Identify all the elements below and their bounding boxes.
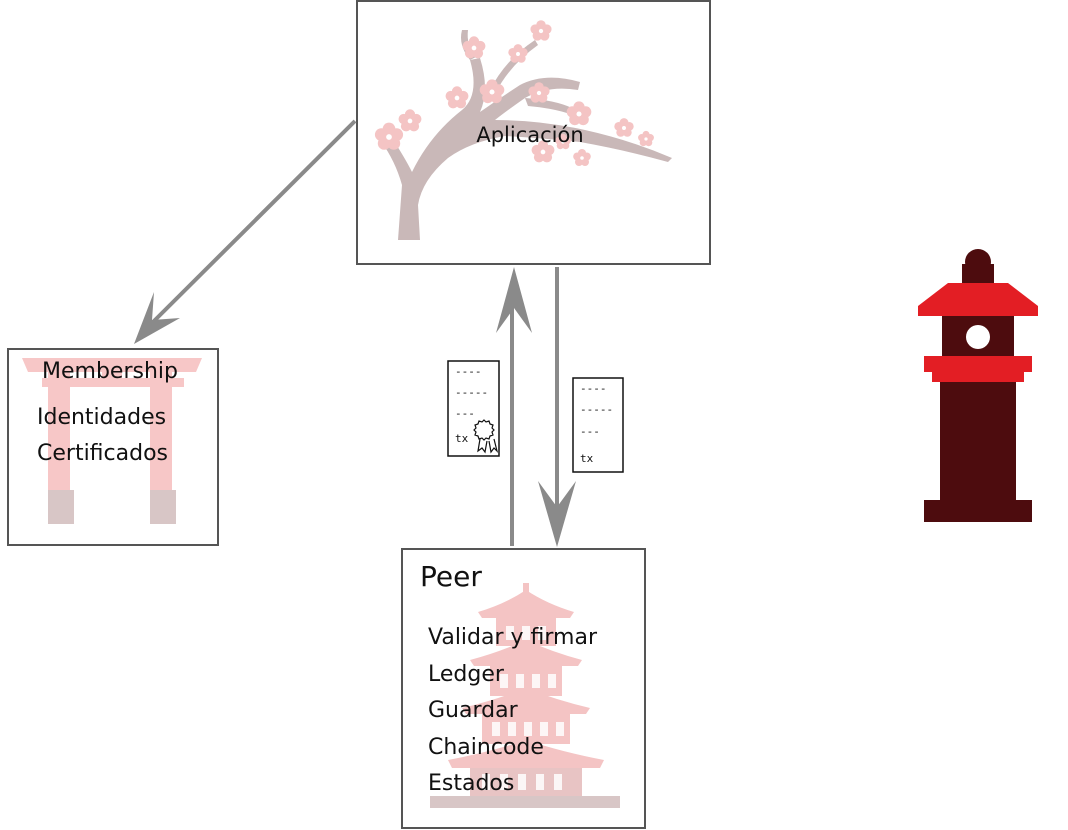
peer-item-ledger: Ledger [428,662,505,687]
unsigned-transaction-doc: ---- ----- --- tx [572,377,624,473]
unsigned-doc-line-1: ---- [580,382,607,395]
pagoda-icon [430,583,620,808]
peer-item-estados: Estados [428,771,514,796]
unsigned-doc-tx: tx [580,452,594,465]
signed-transaction-doc: ---- ----- --- tx [447,360,500,457]
torii-gate-icon [22,358,202,524]
arrow-app-to-membership [134,119,357,344]
peer-title: Peer [420,560,482,593]
application-label: Aplicación [476,123,583,147]
stone-lantern-icon [918,249,1038,522]
arrow-app-to-peer [538,267,576,547]
signed-doc-line-1: ---- [455,365,482,378]
membership-item-identidades: Identidades [37,405,166,430]
signed-doc-line-3: --- [455,407,475,420]
signed-doc-line-2: ----- [455,386,488,399]
membership-node: Membership Identidades Certificados [7,348,219,546]
application-node: Aplicación [356,0,711,265]
arrow-peer-to-app [496,267,532,546]
membership-title: Membership [42,359,178,384]
signed-doc-tx: tx [455,432,469,445]
peer-item-guardar: Guardar [428,698,519,723]
cherry-blossom-icon [374,20,672,240]
certificate-seal-icon [473,419,499,454]
unsigned-doc-line-2: ----- [580,403,613,416]
peer-node: Peer Validar y firmar Ledger Guardar Cha… [401,548,646,829]
peer-item-validar: Validar y firmar [428,625,598,650]
unsigned-doc-line-3: --- [580,425,600,438]
peer-item-chaincode: Chaincode [428,735,544,760]
membership-item-certificados: Certificados [37,441,168,466]
